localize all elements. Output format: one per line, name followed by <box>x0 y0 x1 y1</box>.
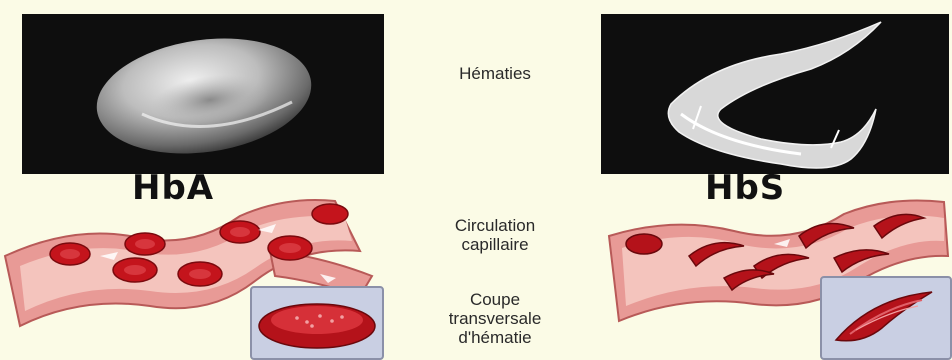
hbs-cross-section-inset <box>820 276 952 360</box>
hbs-micrograph <box>601 14 949 174</box>
hba-cross-section-inset <box>250 286 384 360</box>
label-coupe-line3: d'hématie <box>400 328 590 347</box>
sickle-rbc <box>668 22 881 168</box>
label-circulation-line1: Circulation <box>400 216 590 235</box>
rbc <box>312 204 348 224</box>
label-coupe: Coupe transversale d'hématie <box>400 290 590 347</box>
label-coupe-line1: Coupe <box>400 290 590 309</box>
hba-micrograph <box>22 14 384 174</box>
label-coupe-line2: transversale <box>400 309 590 328</box>
label-hematies: Hématies <box>400 64 590 83</box>
label-hematies-text: Hématies <box>459 64 531 83</box>
rbc <box>626 234 662 254</box>
label-circulation: Circulation capillaire <box>400 216 590 254</box>
label-circulation-line2: capillaire <box>400 235 590 254</box>
